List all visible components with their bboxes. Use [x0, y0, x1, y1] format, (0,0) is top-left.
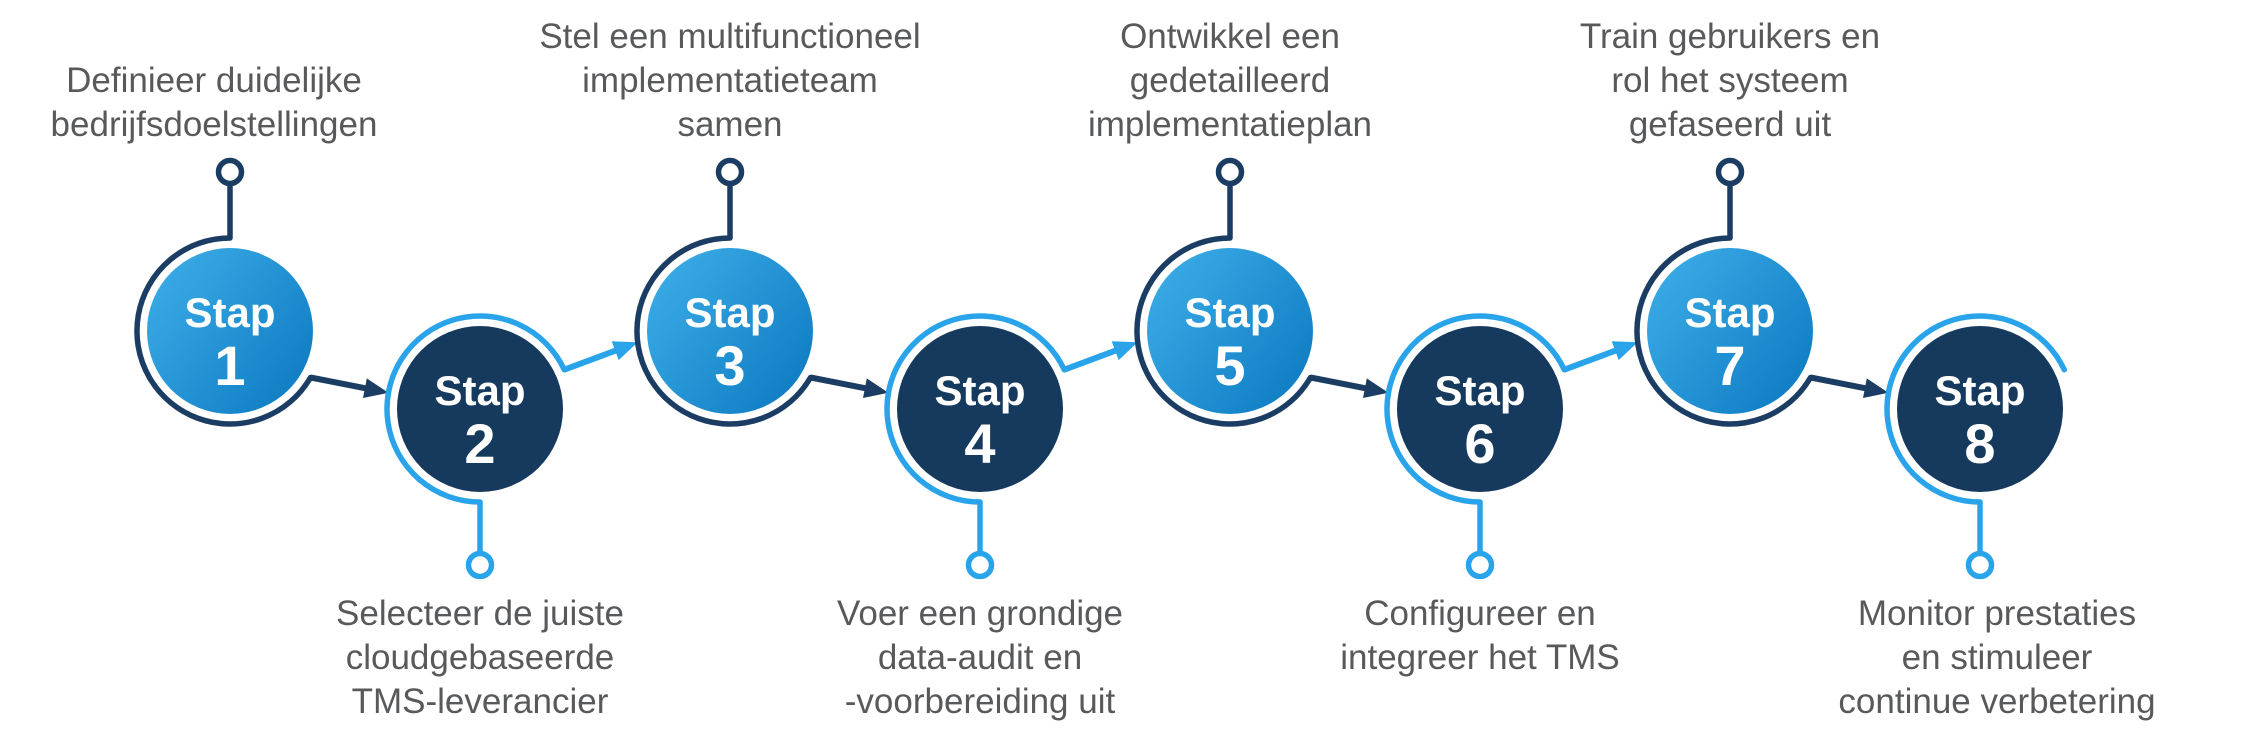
step-4-number: 4: [964, 412, 996, 475]
step-6-label: Configureer en integreer het TMS: [1340, 594, 1620, 677]
step-7-circle: Stap 7: [1647, 248, 1813, 414]
arrow-step-7-to-8: [1809, 374, 1889, 398]
step-5-connector: [1134, 157, 1314, 427]
step-4-label: Voer een grondige data-audit en -voorber…: [836, 594, 1124, 721]
step-8-circle: Stap 8: [1897, 326, 2063, 492]
step-2-ring-arc: [384, 313, 568, 505]
arrow-step-5-to-6: [1309, 374, 1389, 398]
step-2-connector: [384, 313, 568, 580]
arrow-3-4-head: [863, 378, 889, 398]
step-8-ring-arc: [1884, 313, 2068, 505]
step-5-ring-arc: [1134, 235, 1314, 427]
step-3-node-circle: [715, 157, 745, 187]
step-1-ring-arc: [134, 235, 314, 427]
step-3-connector: [634, 157, 814, 427]
step-7-ring-arc: [1634, 235, 1814, 427]
arrow-step-2-to-3: [563, 341, 638, 373]
step-1-connector: [134, 157, 314, 427]
step-8-word: Stap: [1934, 367, 2026, 414]
step-8-number: 8: [1964, 412, 1996, 475]
arrow-5-6-line: [1309, 374, 1370, 392]
step-7-node-circle: [1715, 157, 1745, 187]
arrow-7-8-head: [1863, 378, 1889, 398]
step-8-node-circle: [1965, 550, 1995, 580]
step-1-node-circle: [215, 157, 245, 187]
arrow-step-4-to-5: [1063, 341, 1138, 373]
step-2-circle: Stap 2: [397, 326, 563, 492]
step-6-ring-arc: [1384, 313, 1568, 505]
step-1-circle: Stap 1: [147, 248, 313, 414]
arrow-6-7-head: [1611, 341, 1638, 361]
step-1-word: Stap: [184, 289, 276, 336]
step-7-word: Stap: [1684, 289, 1776, 336]
step-5-number: 5: [1214, 334, 1246, 397]
step-4-connector: [884, 313, 1068, 580]
step-6-node-circle: [1465, 550, 1495, 580]
arrow-step-3-to-4: [809, 374, 889, 398]
arrow-7-8-line: [1809, 374, 1870, 392]
arrow-1-2-head: [363, 378, 389, 398]
step-3-circle: Stap 3: [647, 248, 813, 414]
step-7-connector: [1634, 157, 1814, 427]
arrow-3-4-line: [809, 374, 870, 392]
step-2-number: 2: [464, 412, 496, 475]
step-6-word: Stap: [1434, 367, 1526, 414]
step-7-label: Train gebruikers en rol het systeem gefa…: [1579, 17, 1881, 144]
step-5-word: Stap: [1184, 289, 1276, 336]
step-6-number: 6: [1464, 412, 1496, 475]
step-4-ring-arc: [884, 313, 1068, 505]
step-2-label: Selecteer de juiste cloudgebaseerde TMS-…: [336, 594, 624, 721]
step-6-connector: [1384, 313, 1568, 580]
arrow-4-5-head: [1111, 341, 1138, 361]
step-8-label: Monitor prestaties en stimuleer continue…: [1838, 594, 2156, 721]
arrow-step-1-to-2: [309, 374, 389, 398]
step-5-node-circle: [1215, 157, 1245, 187]
step-1-label: Definieer duidelijke bedrijfsdoelstellin…: [50, 61, 378, 144]
step-4-node-circle: [965, 550, 995, 580]
step-5-label: Ontwikkel een gedetailleerd implementati…: [1087, 17, 1373, 144]
step-4-word: Stap: [934, 367, 1026, 414]
step-7-number: 7: [1714, 334, 1746, 397]
step-8-connector: [1884, 313, 2068, 580]
step-6-circle: Stap 6: [1397, 326, 1563, 492]
step-2-node-circle: [465, 550, 495, 580]
arrow-4-5-line: [1063, 346, 1121, 373]
arrow-1-2-line: [309, 374, 370, 392]
step-3-number: 3: [714, 334, 746, 397]
step-5-circle: Stap 5: [1147, 248, 1313, 414]
arrow-5-6-head: [1363, 378, 1389, 398]
step-3-word: Stap: [684, 289, 776, 336]
arrow-6-7-line: [1563, 346, 1621, 373]
step-3-ring-arc: [634, 235, 814, 427]
arrow-2-3-line: [563, 346, 621, 373]
arrow-step-6-to-7: [1563, 341, 1638, 373]
step-3-label: Stel een multifunctioneel implementatiet…: [539, 17, 921, 144]
arrow-2-3-head: [611, 341, 638, 361]
step-2-word: Stap: [434, 367, 526, 414]
step-1-number: 1: [214, 334, 246, 397]
step-4-circle: Stap 4: [897, 326, 1063, 492]
